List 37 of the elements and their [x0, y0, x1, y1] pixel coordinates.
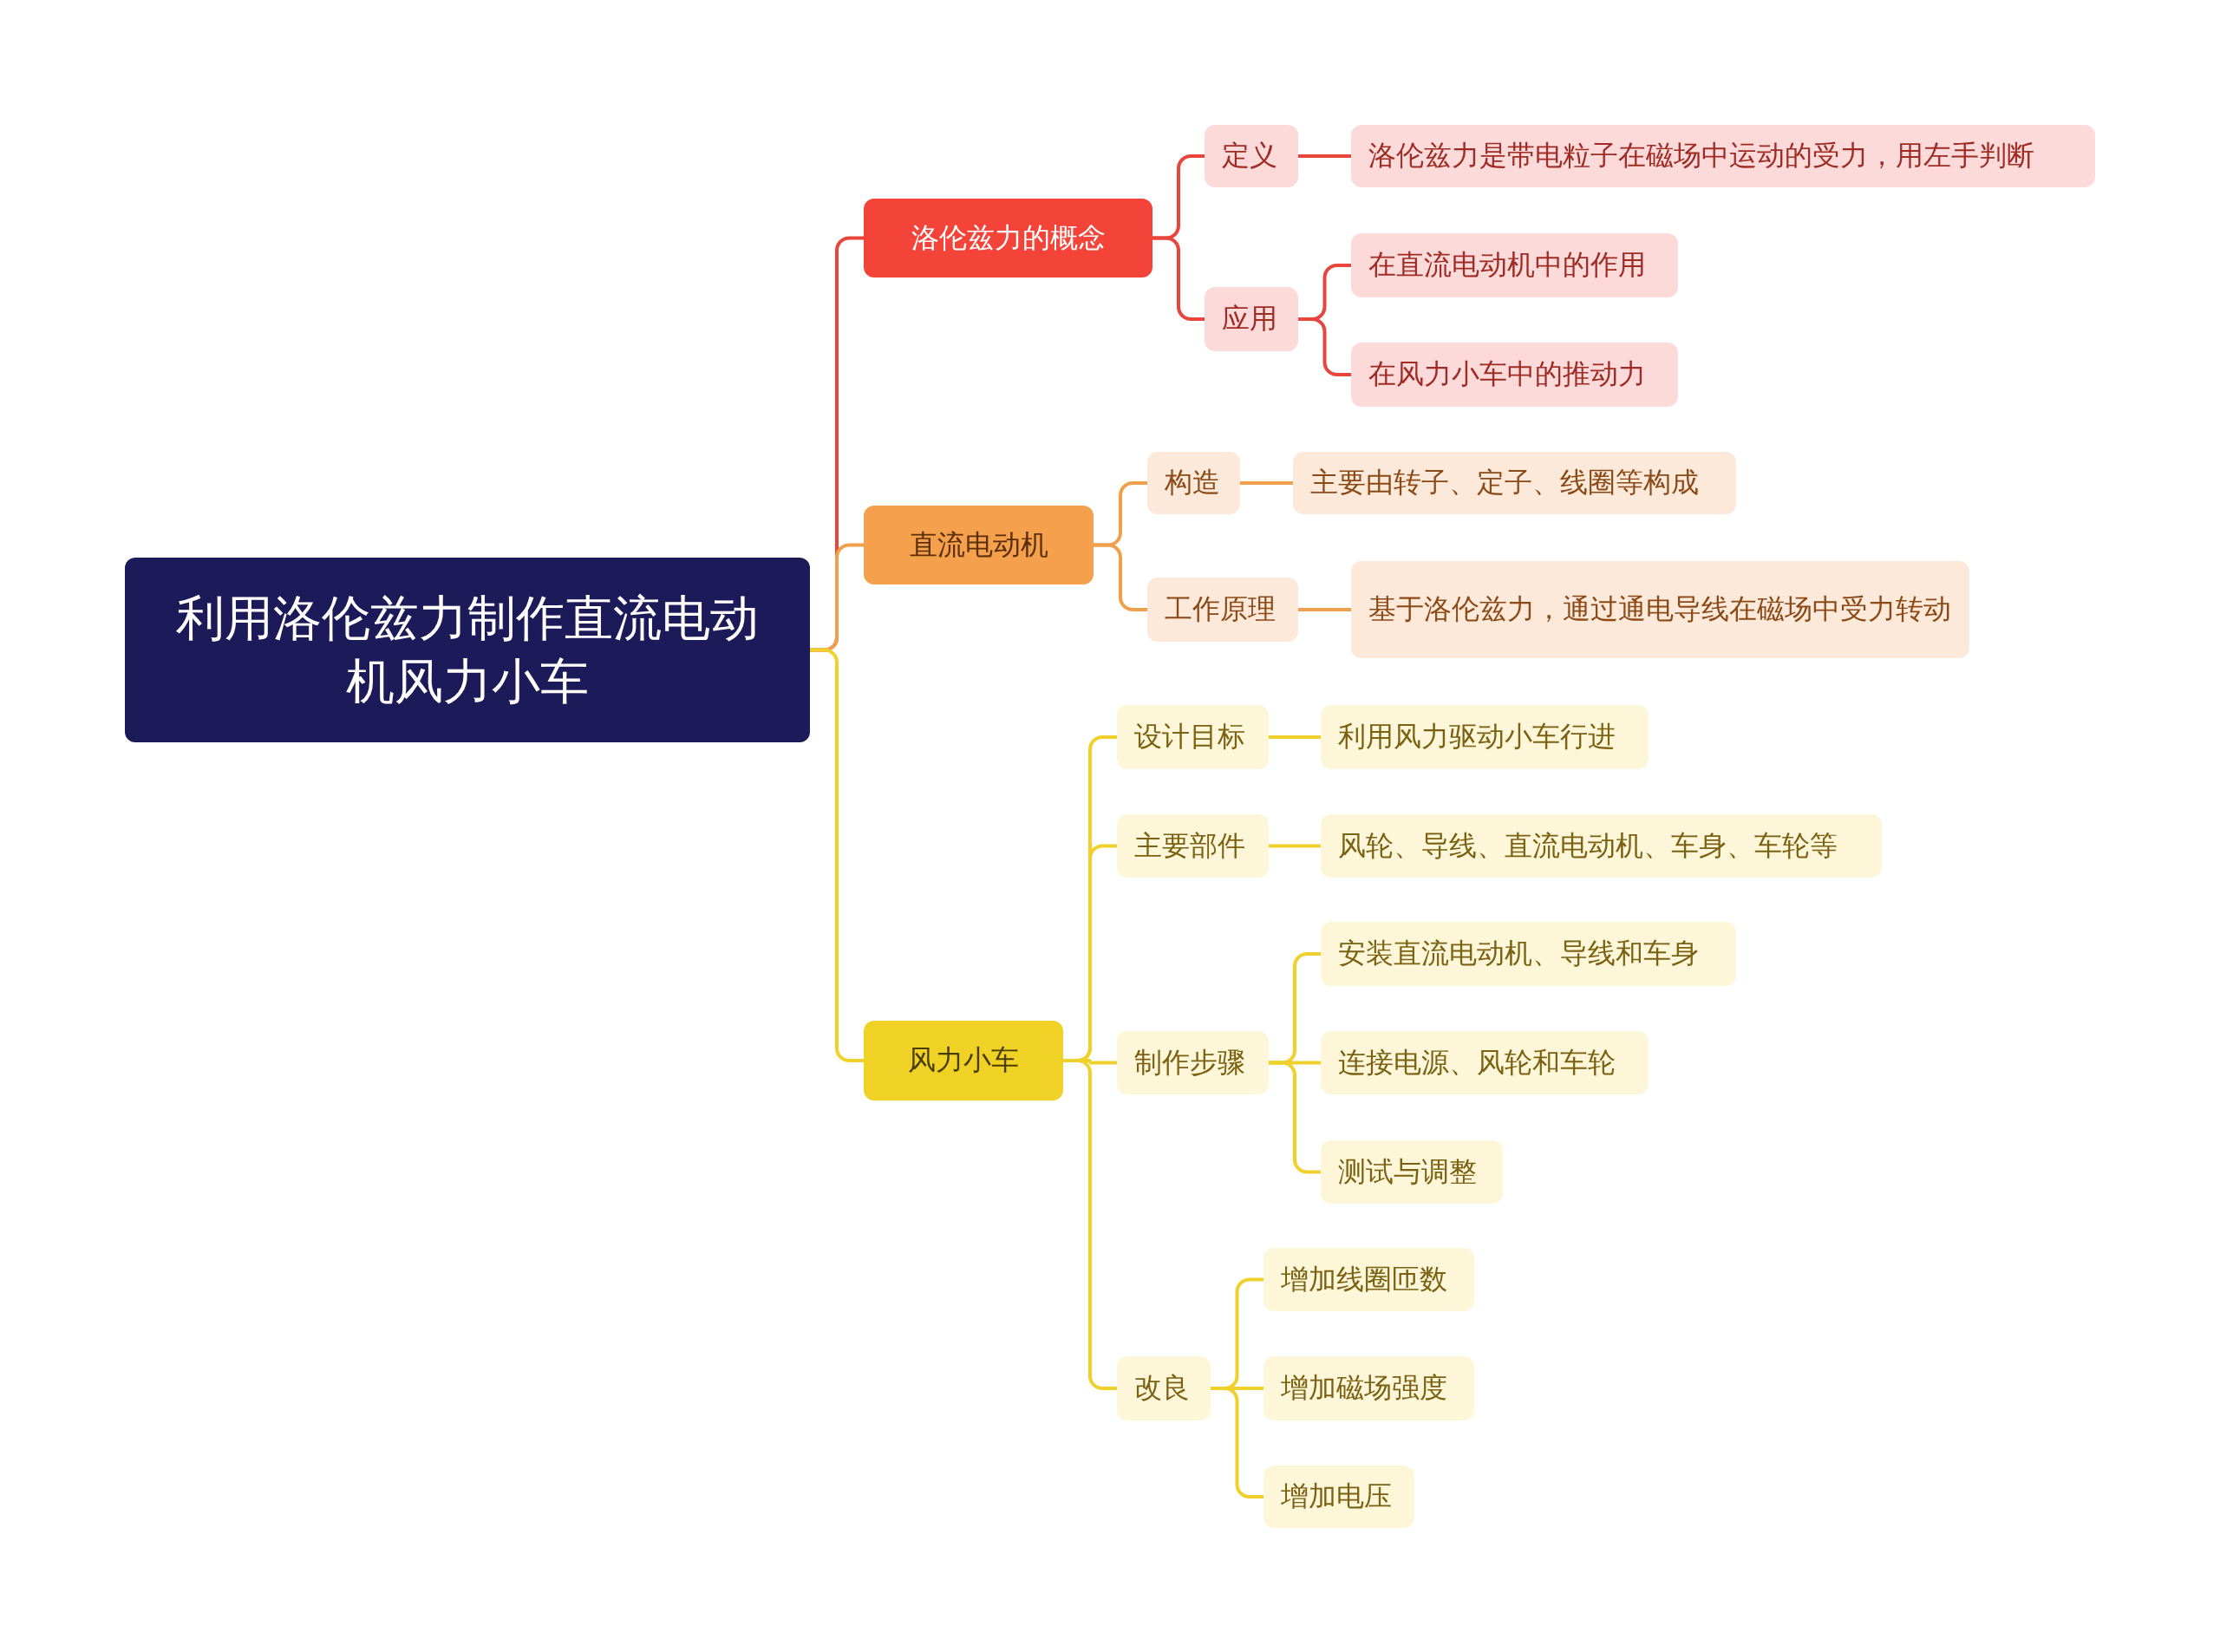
connector-line: [1211, 1387, 1263, 1499]
branch-topic-box: 洛伦兹力的概念: [864, 199, 1152, 278]
subtopic-box: 改良: [1117, 1356, 1211, 1420]
subtopic-box: 在直流电动机中的作用: [1351, 233, 1678, 297]
subtopic-box: 增加磁场强度: [1263, 1356, 1474, 1420]
subtopic-box: 定义: [1205, 125, 1298, 187]
branch-topic-box: 直流电动机: [864, 506, 1094, 584]
branch-topic-box: 风力小车: [864, 1021, 1063, 1100]
subtopic-box: 构造: [1147, 452, 1240, 514]
root-topic-box: 利用洛伦兹力制作直流电动机风力小车: [125, 558, 810, 742]
connector-line: [1298, 154, 1351, 158]
subtopic-box: 制作步骤: [1117, 1031, 1269, 1094]
subtopic-box: 洛伦兹力是带电粒子在磁场中运动的受力，用左手判断: [1351, 125, 2095, 187]
connector-line: [1298, 608, 1351, 611]
subtopic-box: 增加线圈匝数: [1263, 1248, 1474, 1311]
connector-line: [1298, 317, 1351, 376]
connector-line: [810, 648, 864, 1062]
subtopic-box: 工作原理: [1147, 578, 1298, 642]
connector-line: [1269, 844, 1321, 848]
subtopic-box: 测试与调整: [1321, 1140, 1503, 1204]
subtopic-box: 利用风力驱动小车行进: [1321, 705, 1649, 769]
subtopic-box: 连接电源、风轮和车轮: [1321, 1031, 1649, 1094]
subtopic-box: 主要由转子、定子、线圈等构成: [1293, 452, 1736, 514]
subtopic-box: 基于洛伦兹力，通过通电导线在磁场中受力转动: [1351, 561, 1969, 658]
connector-line: [1269, 1061, 1321, 1174]
subtopic-box: 应用: [1205, 287, 1298, 351]
connector-line: [1152, 236, 1205, 321]
connector-line: [1269, 735, 1321, 739]
subtopic-box: 设计目标: [1117, 705, 1269, 769]
connector-line: [1063, 1059, 1117, 1390]
connector-line: [1240, 481, 1293, 485]
subtopic-box: 增加电压: [1263, 1466, 1414, 1528]
subtopic-box: 在风力小车中的推动力: [1351, 343, 1678, 407]
subtopic-box: 风轮、导线、直流电动机、车身、车轮等: [1321, 814, 1882, 878]
subtopic-box: 安装直流电动机、导线和车身: [1321, 922, 1736, 986]
subtopic-box: 主要部件: [1117, 814, 1269, 878]
connector-line: [1094, 543, 1147, 611]
